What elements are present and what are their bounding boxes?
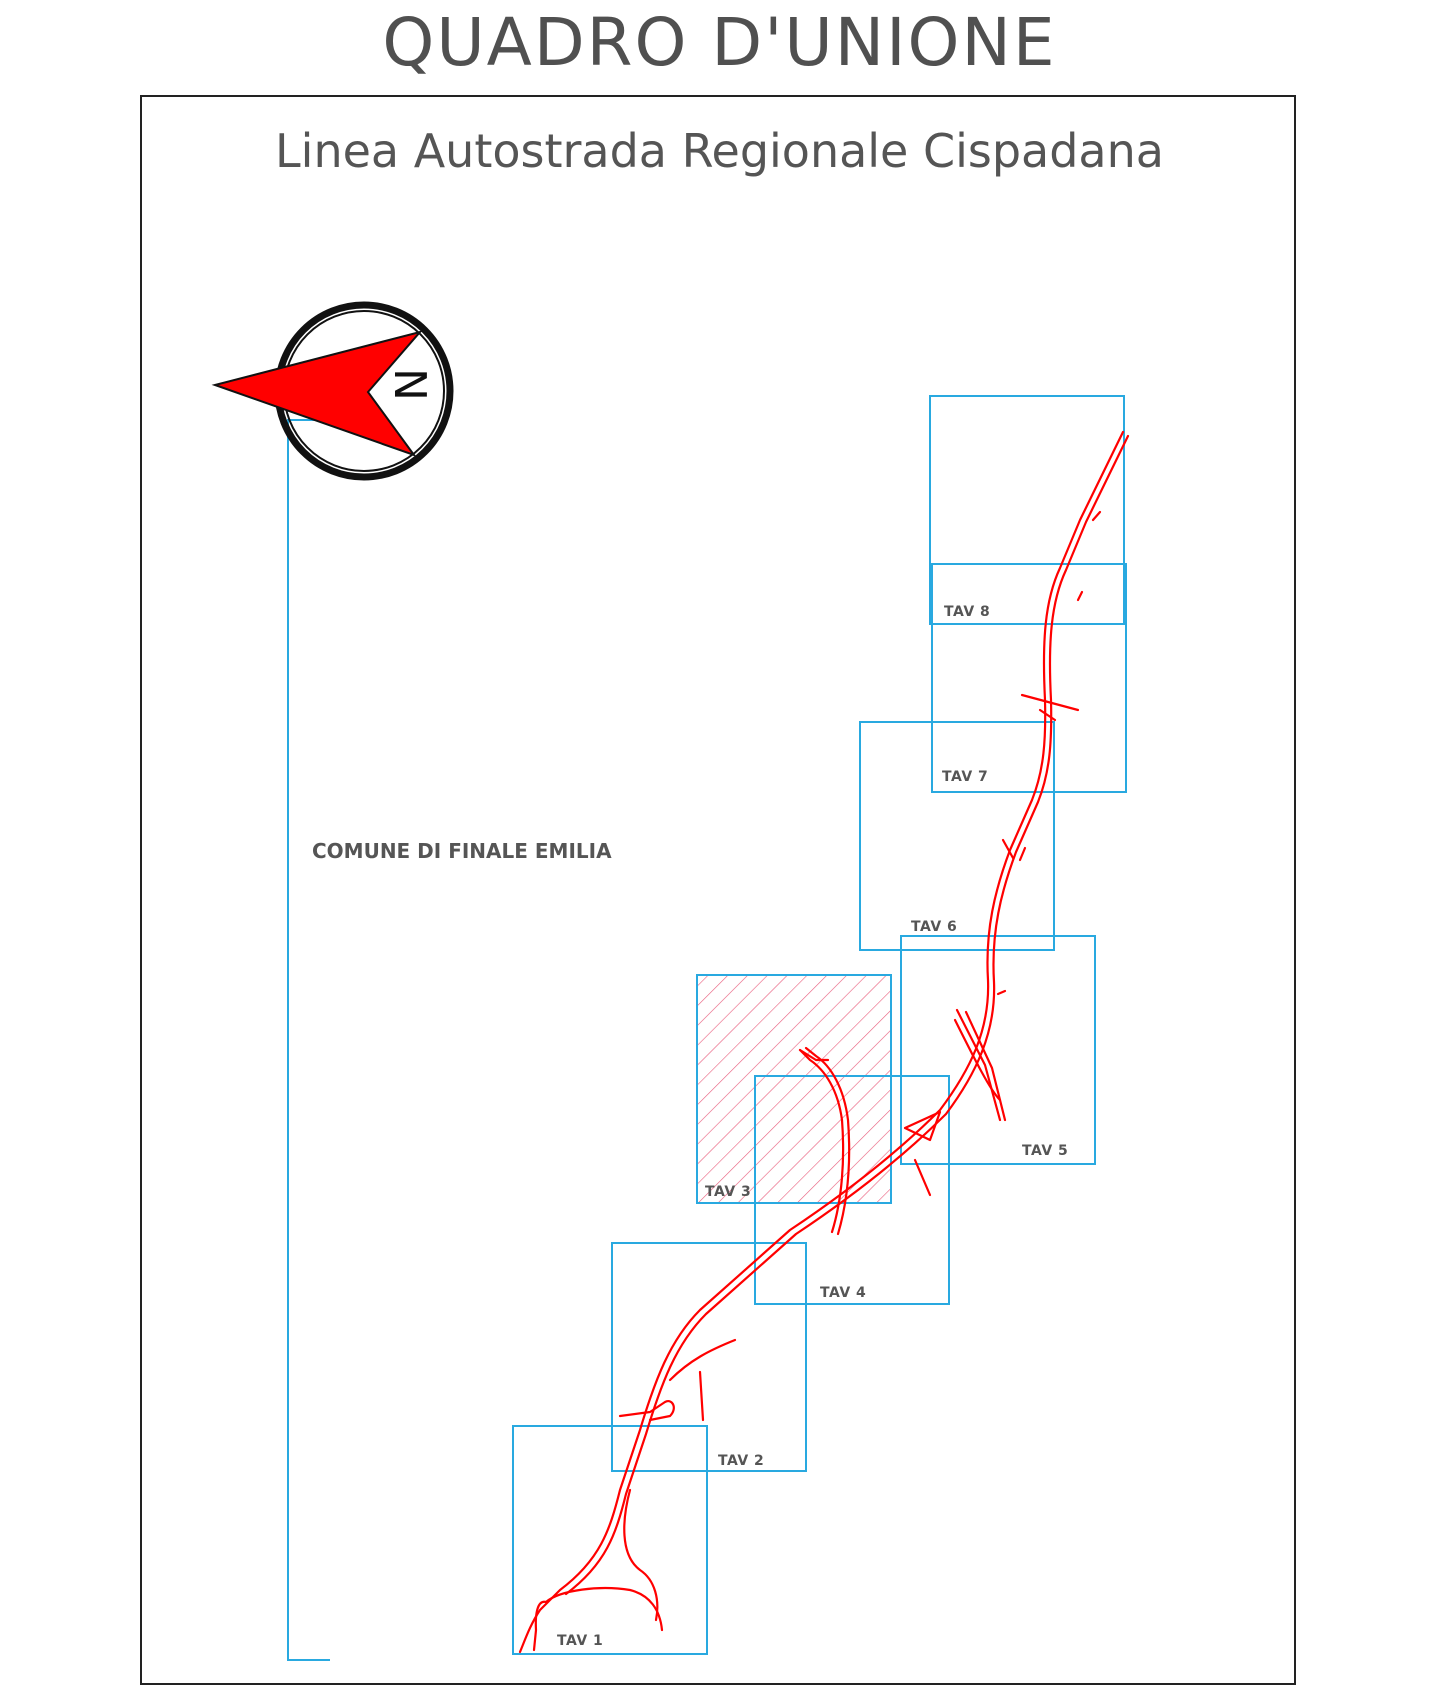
highway-route	[518, 430, 1130, 1654]
page-title: QUADRO D'UNIONE	[382, 4, 1057, 81]
sheet-label-tav-6: TAV 6	[911, 919, 957, 935]
compass-letter: N	[384, 368, 435, 401]
sheet-tav-4[interactable]	[754, 1075, 950, 1305]
sheet-label-tav-7: TAV 7	[942, 769, 988, 785]
sheet-label-tav-1: TAV 1	[557, 1633, 603, 1649]
sheet-tav-7[interactable]	[931, 563, 1127, 793]
sheet-label-tav-3: TAV 3	[705, 1184, 751, 1200]
sheet-label-tav-5: TAV 5	[1022, 1143, 1068, 1159]
sheet-tav-3[interactable]	[696, 974, 892, 1204]
sheet-tav-8[interactable]	[929, 395, 1125, 625]
sheet-tav-1[interactable]	[512, 1425, 708, 1655]
sheet-label-tav-8: TAV 8	[944, 604, 990, 620]
map-subtitle: Linea Autostrada Regionale Cispadana	[275, 124, 1164, 178]
comune-label: COMUNE DI FINALE EMILIA	[312, 839, 612, 863]
sheet-label-tav-4: TAV 4	[820, 1285, 866, 1301]
municipal-boundary	[287, 419, 330, 1661]
sheet-tav-6[interactable]	[859, 721, 1055, 951]
sheet-tav-2[interactable]	[611, 1242, 807, 1472]
sheet-label-tav-2: TAV 2	[718, 1453, 764, 1469]
drawing-frame	[140, 95, 1296, 1685]
sheet-tav-5[interactable]	[900, 935, 1096, 1165]
north-arrow-icon: N	[211, 301, 454, 481]
